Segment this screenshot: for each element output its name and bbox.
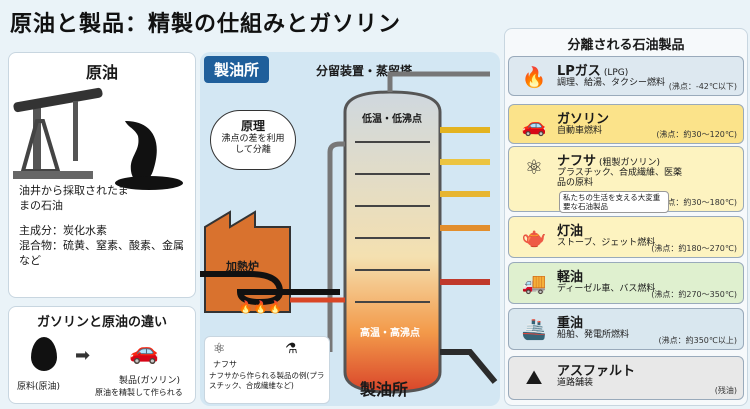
product-card: ⚛ ナフサ(粗製ガソリン)プラスチック、合成繊維、医薬品の原料 (沸点：約30～18…	[508, 146, 744, 213]
naphtha-example-title: ナフサ	[213, 360, 237, 369]
refinery-tag: 製油所	[204, 56, 270, 83]
gas-tank-icon: 🔥	[521, 65, 547, 89]
page-title: 原油と製品：精製の仕組みとガソリン	[10, 12, 402, 37]
boiling-point: (沸点：約350℃以上)	[658, 336, 738, 345]
principle-text: 沸点の差を利用して分離	[221, 134, 285, 155]
product-name: ガソリン	[557, 112, 610, 127]
product-name: 灯油	[557, 224, 584, 239]
molecule-icon: ⚛	[213, 341, 226, 357]
principle-title: 原理	[240, 119, 265, 133]
boiling-point: (沸点：-42℃以下)	[668, 82, 737, 91]
naphtha-example: ⚛ ⚗ ナフサ ナフサから作られる製品の例(プラスチック、合成繊維など)	[204, 336, 330, 404]
difference-panel: ガソリンと原油の違い ➡ 🚗 原料(原油) 製品(ガソリン) 原油を精製して作ら…	[8, 306, 196, 404]
naphtha-example-text: ナフサから作られる製品の例(プラスチック、合成繊維など)	[209, 371, 325, 390]
crude-heading: 原油	[85, 63, 118, 82]
product-name: 軽油	[557, 270, 584, 285]
high-temp-label: 高温・高沸点	[360, 328, 420, 339]
product-name: アスファルト	[557, 364, 636, 379]
product-card: 🚢 重油船舶、発電所燃料 (沸点：約350℃以上)	[508, 308, 744, 350]
product-card: 🚚 軽油ディーゼル車、バス燃料(沸点：約270～350℃)	[508, 262, 744, 304]
products-heading: 分離される石油製品	[567, 38, 685, 53]
product-desc: 調理、給湯、タクシー燃料	[557, 78, 666, 88]
difference-heading: ガソリンと原油の違い	[36, 315, 167, 330]
svg-text:🔥🔥🔥: 🔥🔥🔥	[238, 300, 283, 314]
product-label: 製品(ガソリン)	[119, 376, 181, 386]
furnace-label: 加熱炉	[226, 260, 259, 273]
asphalt-icon: ⛰	[525, 365, 543, 389]
arrow-icon: ➡	[75, 345, 91, 366]
crude-description: 油井から採取されたままの石油	[19, 184, 129, 212]
molecule-icon: ⚛	[525, 155, 543, 179]
product-desc: ストーブ、ジェット燃料	[557, 238, 656, 248]
product-card: 🔥 LPガス(LPG)調理、給湯、タクシー燃料(沸点：-42℃以下)	[508, 56, 744, 96]
car-icon: 🚗	[129, 337, 159, 365]
car-icon: 🚗	[521, 113, 547, 137]
boiling-point: (沸点：約30～120℃)	[656, 130, 737, 139]
boiling-point: (沸点：約180～270℃)	[651, 244, 737, 253]
refinery-bottom-label: 製油所	[360, 380, 409, 399]
crude-label: 原料(原油)	[17, 382, 61, 392]
product-name: ナフサ(粗製ガソリン)	[557, 154, 661, 169]
kettle-icon: 🫖	[521, 225, 547, 249]
boiling-point: (残油)	[714, 386, 737, 395]
product-desc: 船舶、発電所燃料	[557, 330, 630, 340]
ship-icon: 🚢	[521, 317, 547, 341]
product-card: ⛰ アスファルト道路舗装 (残油)	[508, 356, 744, 400]
product-desc: プラスチック、合成繊維、医薬品の原料	[557, 168, 683, 188]
composition-row: 混合物：硫黄、窒素、酸素、金属など	[19, 239, 184, 267]
product-card: 🚗 ガソリン自動車燃料 (沸点：約30～120℃)	[508, 104, 744, 144]
crude-drop-icon	[31, 337, 57, 371]
flask-icon: ⚗	[285, 341, 298, 357]
product-desc: 道路舗装	[557, 378, 594, 388]
product-name: 重油	[557, 316, 584, 331]
distillation-tower: 🔥🔥🔥	[200, 71, 498, 394]
product-card: 🫖 灯油ストーブ、ジェット燃料(沸点：約180～270℃)	[508, 216, 744, 258]
truck-icon: 🚚	[521, 271, 547, 295]
product-desc: ディーゼル車、バス燃料	[557, 284, 656, 294]
composition-row: 主成分：炭化水素	[19, 224, 107, 237]
product-name: LPガス(LPG)	[557, 64, 629, 79]
oil-pumpjack-icon	[13, 87, 183, 190]
product-desc: 原油を精製して作られる	[95, 388, 183, 397]
boiling-point: (沸点：約270～350℃)	[651, 290, 737, 299]
boiling-point: (沸点：約30～180℃)	[656, 198, 737, 207]
low-temp-label: 低温・低沸点	[362, 114, 422, 125]
crude-oil-panel: 原油 油井から採取されたままの石油 主成分：炭化水素 混合物：硫黄、窒素、酸素、…	[8, 52, 196, 298]
product-note: 私たちの生活を支える大変重要な石油製品	[559, 191, 669, 213]
principle-bubble: 原理 沸点の差を利用して分離	[210, 110, 296, 170]
product-desc: 自動車燃料	[557, 126, 603, 136]
